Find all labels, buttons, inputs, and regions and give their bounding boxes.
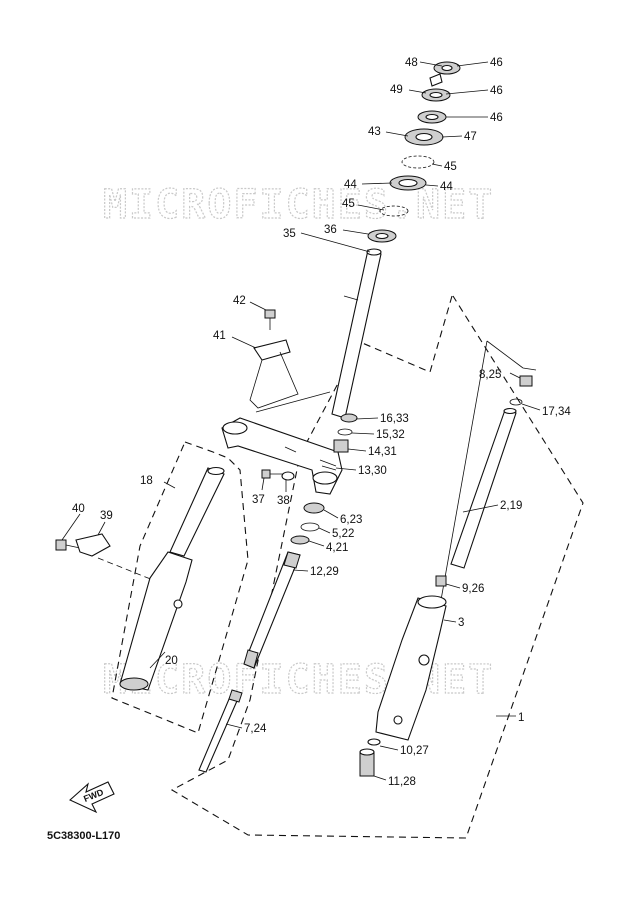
fwd-direction-arrow: FWD [69, 781, 115, 814]
callout-17-34: 17,34 [542, 406, 571, 418]
callout-48: 48 [405, 57, 418, 69]
clip-5-22 [300, 522, 320, 532]
ring-nut-49 [421, 88, 451, 102]
callout-39: 39 [100, 510, 113, 522]
callout-14-31: 14,31 [368, 446, 397, 458]
callout-46: 46 [490, 57, 503, 69]
bolt-42 [264, 309, 276, 330]
watermark-top: MICROFICHES.NET [103, 182, 494, 228]
washer-38 [281, 471, 295, 481]
callout-12-29: 12,29 [310, 566, 339, 578]
callout-41: 41 [213, 330, 226, 342]
callout-46: 46 [490, 112, 503, 124]
ball-race-45a [401, 155, 435, 169]
left-fork-tube-18 [169, 466, 225, 557]
bush-4-21 [290, 535, 310, 545]
callout-20: 20 [165, 655, 178, 667]
fork-assembly-right-outline [170, 295, 584, 839]
callout-6-23: 6,23 [340, 514, 362, 526]
cable-guide-41 [249, 339, 299, 409]
clip-17-34 [509, 398, 523, 406]
circlip-15-32 [337, 428, 353, 436]
bearing-cone-43 [404, 128, 444, 146]
leader-lines [61, 61, 541, 781]
bolt-11-28 [359, 748, 375, 777]
ball-race-45b [379, 205, 409, 217]
callout-43: 43 [368, 126, 381, 138]
callout-15-32: 15,32 [376, 429, 405, 441]
callout-35: 35 [283, 228, 296, 240]
callout-47: 47 [464, 131, 477, 143]
callout-1: 1 [518, 712, 524, 724]
callout-7-24: 7,24 [244, 723, 267, 735]
steering-stem-35 [331, 248, 382, 419]
bracket-39 [75, 533, 111, 557]
outer-tube-3 [375, 595, 447, 741]
cap-16-33 [340, 413, 358, 423]
inner-tube-2-19 [450, 407, 517, 569]
callout-8-25: 8,25 [479, 369, 501, 381]
callout-40: 40 [72, 503, 85, 515]
guide-wire [255, 391, 331, 413]
under-bracket [221, 417, 343, 495]
callout-45: 45 [342, 198, 355, 210]
lock-washer-46 [429, 73, 443, 87]
watermark-bottom: MICROFICHES.NET [103, 657, 494, 703]
callout-16-33: 16,33 [380, 413, 409, 425]
fork-assembly-left-outline [111, 441, 249, 734]
callout-44: 44 [344, 179, 357, 191]
bolt-40 [55, 539, 81, 551]
dust-seal-36 [367, 229, 397, 243]
inner-tube-frame [440, 340, 537, 601]
clip-13-30 [319, 459, 337, 471]
left-fork-bottom-20 [119, 551, 193, 691]
callout-5-22: 5,22 [332, 528, 354, 540]
callout-38: 38 [277, 495, 290, 507]
callout-44: 44 [440, 181, 453, 193]
bolt-8-25 [519, 375, 533, 387]
callout-45: 45 [444, 161, 457, 173]
callout-9-26: 9,26 [462, 583, 484, 595]
damper-rod-12-29 [243, 551, 301, 669]
spring-seat-14-31 [333, 439, 349, 453]
callout-18: 18 [140, 475, 153, 487]
diagram-code: 5C38300-L170 [47, 830, 120, 842]
callout-10-27: 10,27 [400, 745, 429, 757]
callout-11-28: 11,28 [388, 776, 416, 788]
callout-42: 42 [233, 295, 246, 307]
washer-10-27 [367, 738, 381, 746]
callout-4-21: 4,21 [326, 542, 348, 554]
callout-49: 49 [390, 84, 403, 96]
bush-9-26 [435, 575, 447, 587]
callout-36: 36 [324, 224, 337, 236]
bearing-race-44 [389, 175, 427, 191]
callout-37: 37 [252, 494, 265, 506]
oil-seal-6-23 [303, 502, 325, 514]
callout-13-30: 13,30 [358, 465, 387, 477]
washer-46c [417, 110, 447, 124]
locknut-48 [433, 61, 461, 75]
callout-2-19: 2,19 [500, 500, 522, 512]
callout-46: 46 [490, 85, 503, 97]
rod-7-24 [198, 689, 243, 773]
callout-3: 3 [458, 617, 464, 629]
callout-labels: 48 46 49 46 46 43 47 45 44 44 45 36 35 4… [72, 57, 571, 788]
